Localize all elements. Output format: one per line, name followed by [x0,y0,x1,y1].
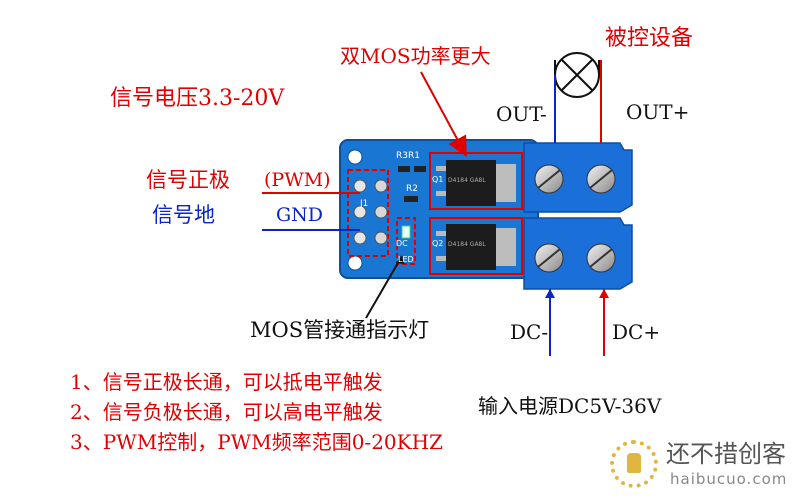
silk-dc: DC [396,239,408,248]
mount-hole-bottom [347,255,363,271]
header-j1 [347,169,389,257]
watermark: 还不措创客 haibucuo.com [610,438,796,494]
chip-marking-q1: D4184 GA8L [448,177,486,184]
watermark-brand: 还不措创客 [666,440,786,468]
silk-led: LED [398,255,414,264]
note-item: 1、信号正极长通，可以抵电平触发 [70,370,383,394]
terminal-out [523,142,633,213]
signal-voltage-label: 信号电压3.3-20V [110,86,285,111]
dc-minus-label: DC- [510,320,549,344]
silk-r3r1: R3R1 [396,151,420,161]
signal-positive-label: 信号正极 [146,168,230,192]
silk-j1: J1 [360,199,369,209]
note-item: 2、信号负极长通，可以高电平触发 [70,400,383,424]
silk-q1: Q1 [432,175,444,184]
indicator-led [396,217,416,265]
device-label: 被控设备 [605,26,694,51]
mosfet-q2 [429,217,523,275]
note-item: 3、PWM控制，PWM频率范围0-20KHZ [70,430,443,454]
arrow-power-callout [420,71,467,157]
silk-q2: Q2 [432,239,444,248]
watermark-domain: haibucuo.com [670,470,788,488]
mosfet-q1 [429,152,523,210]
dc-plus-label: DC+ [612,320,661,344]
notes-list: 1、信号正极长通，可以抵电平触发 2、信号负极长通，可以高电平触发 3、PWM控… [70,372,443,452]
out-minus-label: OUT- [496,102,547,126]
arrow-led-callout [365,255,403,319]
out-plus-label: OUT+ [626,100,690,124]
signal-ground-label: 信号地 [152,203,215,227]
input-power-label: 输入电源DC5V-36V [478,394,662,418]
gnd-pin-label: GND [276,204,324,226]
watermark-logo-icon [610,440,658,488]
led-label: MOS管接通指示灯 [250,318,430,342]
pwm-pin-label: (PWM) [264,169,331,191]
terminal-dc-in [523,217,633,290]
power-label: 双MOS功率更大 [340,44,491,68]
silk-r2: R2 [406,184,418,194]
chip-marking-q2: D4184 GA8L [448,241,486,248]
mount-hole-top [347,149,363,165]
lamp-icon [554,52,600,98]
resistors [398,166,426,202]
